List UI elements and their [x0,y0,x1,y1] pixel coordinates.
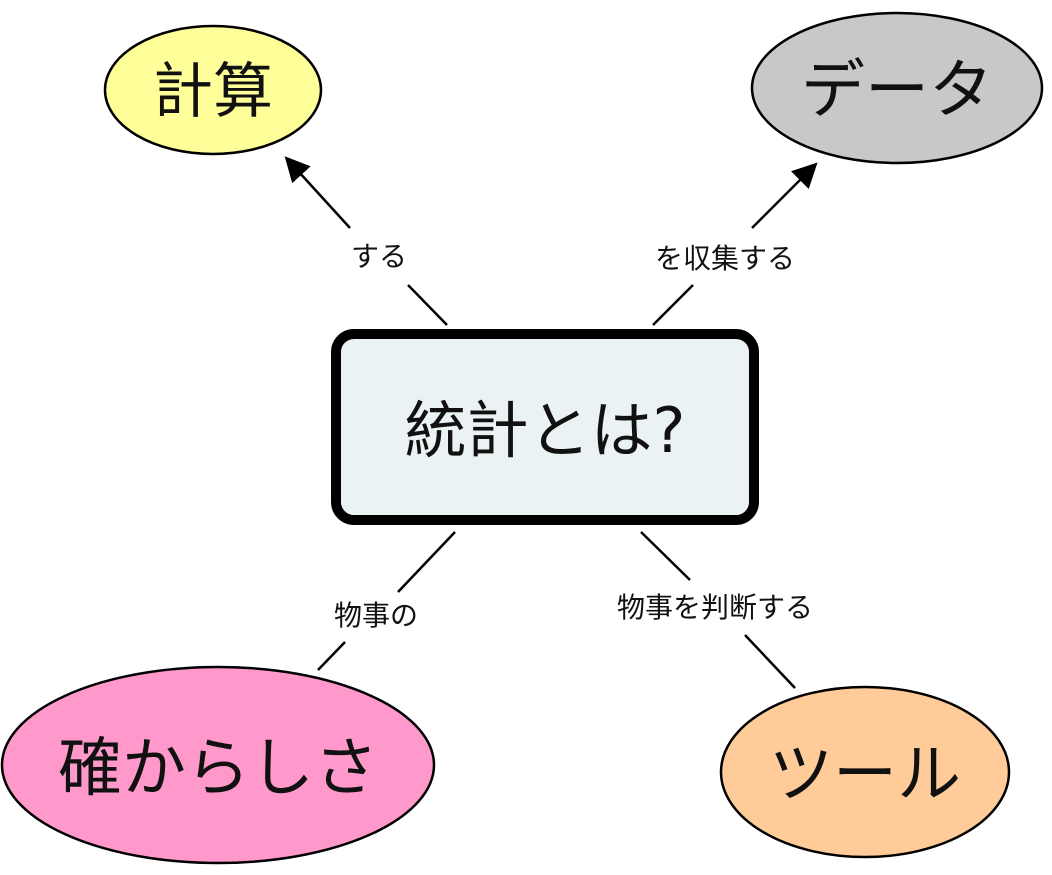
edge-label-tool: 物事を判断する [617,591,813,624]
node-data: データ [750,11,1044,165]
center-label: 統計とは? [405,394,686,467]
node-tool: ツール [719,685,1011,859]
node-label-tool: ツール [769,738,961,812]
node-label-likelihood: 確からしさ [58,732,378,806]
center-node: 統計とは? [331,329,759,525]
edge-label-likelihood: 物事の [334,599,418,632]
node-calc: 計算 [103,24,323,156]
node-label-data: データ [801,54,993,128]
edge-label-calc: する [351,240,407,273]
edge-tool: 物事を判断する [617,531,813,689]
edge-data: を収集する [652,162,818,326]
edge-calc: する [284,156,448,326]
edge-label-data: を収集する [655,242,795,275]
edge-likelihood: 物事の [317,531,456,671]
node-likelihood: 確からしさ [0,665,436,865]
node-label-calc: 計算 [153,57,273,127]
